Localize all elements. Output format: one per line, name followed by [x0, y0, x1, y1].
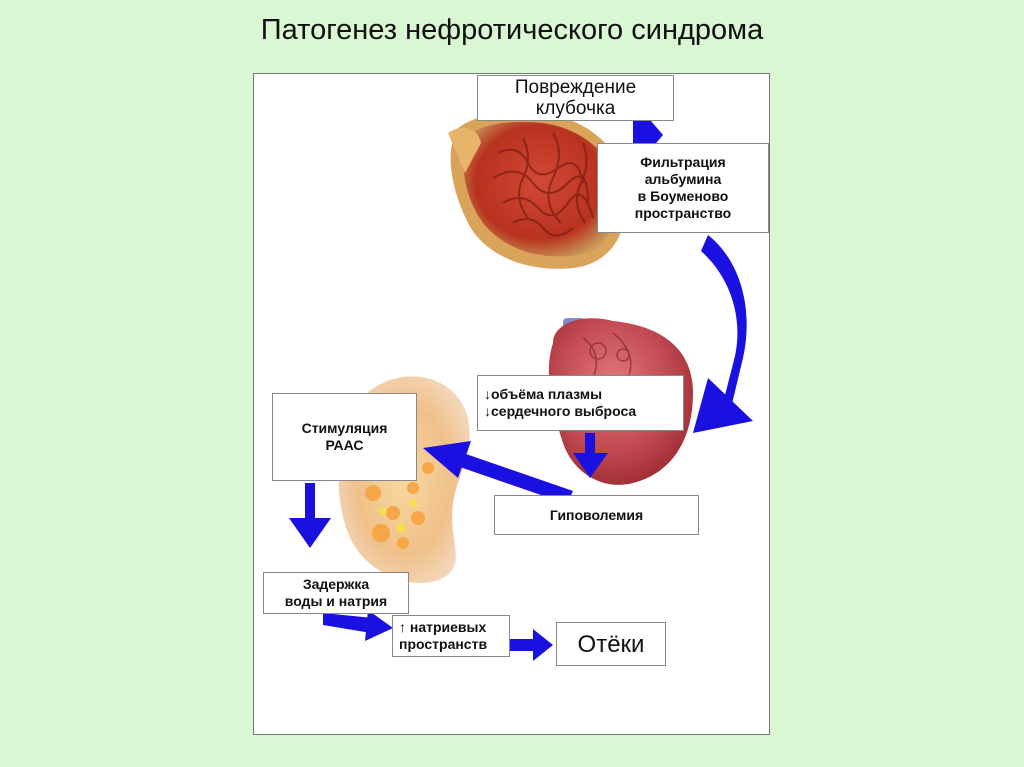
- arrow: [289, 121, 753, 661]
- node-hypovolemia: Гиповолемия: [494, 495, 699, 535]
- node-water-sodium-retention: Задержка воды и натрия: [263, 572, 409, 614]
- node-edema-label: Отёки: [577, 630, 645, 658]
- node-sodium-spaces-label: ↑ натриевых пространств: [399, 619, 488, 652]
- node-glomerulus-damage: Повреждение клубочка: [477, 75, 674, 121]
- node-raas-stimulation-label: Стимуляция РААС: [301, 420, 388, 453]
- node-raas-stimulation: Стимуляция РААС: [272, 393, 417, 481]
- node-plasma-cardiac: ↓объёма плазмы ↓сердечного выброса: [477, 375, 684, 431]
- node-albumin-filtration: Фильтрация альбумина в Боуменово простра…: [597, 143, 769, 233]
- node-edema: Отёки: [556, 622, 666, 666]
- node-hypovolemia-label: Гиповолемия: [549, 506, 644, 523]
- node-albumin-filtration-label: Фильтрация альбумина в Боуменово простра…: [634, 154, 732, 221]
- slide-title: Патогенез нефротического синдрома: [260, 14, 764, 46]
- node-sodium-spaces: ↑ натриевых пространств: [392, 615, 510, 657]
- glomerulus-illustration: [448, 112, 625, 269]
- node-glomerulus-damage-label: Повреждение клубочка: [514, 77, 637, 119]
- node-water-sodium-retention-label: Задержка воды и натрия: [284, 576, 388, 609]
- node-plasma-cardiac-label: ↓объёма плазмы ↓сердечного выброса: [484, 386, 637, 419]
